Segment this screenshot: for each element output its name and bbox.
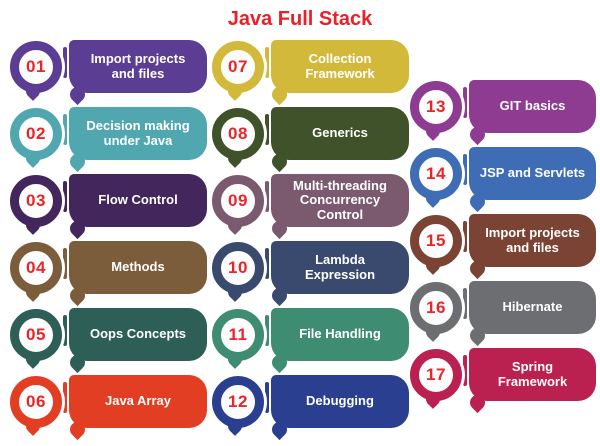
topic-item: 06 Java Array	[10, 375, 207, 428]
topic-label: File Handling	[299, 326, 381, 342]
topic-label: Collection Framework	[305, 50, 375, 81]
step-number: 16	[426, 297, 446, 317]
topic-item: 01 Import projects and files	[10, 40, 207, 93]
topic-bubble: Methods	[63, 241, 207, 294]
topic-item: 12 Debugging	[212, 375, 409, 428]
step-number-badge: 03	[10, 174, 62, 227]
step-number-badge: 14	[410, 147, 462, 200]
step-number-badge: 07	[212, 40, 264, 93]
step-number: 12	[228, 391, 248, 411]
topic-label: Debugging	[306, 393, 374, 409]
topic-bubble: Java Array	[63, 375, 207, 428]
step-number-badge: 17	[410, 348, 462, 401]
step-number-badge: 16	[410, 281, 462, 334]
topic-item: 02 Decision making under Java	[10, 107, 207, 160]
step-number-badge: 12	[212, 375, 264, 428]
topic-bubble: GIT basics	[463, 80, 596, 133]
step-number: 02	[26, 123, 46, 143]
topic-bubble: Import projects and files	[463, 214, 596, 267]
topic-label: Spring Framework	[497, 358, 568, 389]
step-number-badge: 01	[10, 40, 62, 93]
step-number: 10	[228, 257, 248, 277]
topic-bubble: Lambda Expression	[265, 241, 409, 294]
step-number: 07	[228, 56, 248, 76]
column-right: 13 GIT basics 14 JSP and Servlets 15 Imp…	[410, 80, 596, 401]
topic-bubble: Spring Framework	[463, 348, 596, 401]
step-number: 09	[228, 190, 248, 210]
topic-bubble: JSP and Servlets	[463, 147, 596, 200]
step-number-badge: 08	[212, 107, 264, 160]
page-title: Java Full Stack	[227, 8, 373, 30]
topic-bubble: Collection Framework	[265, 40, 409, 93]
step-number-badge: 10	[212, 241, 264, 294]
topic-label: Lambda Expression	[304, 251, 376, 282]
topic-bubble: Generics	[265, 107, 409, 160]
topic-bubble: Flow Control	[63, 174, 207, 227]
topic-bubble: Debugging	[265, 375, 409, 428]
topic-item: 11 File Handling	[212, 308, 409, 361]
topic-label: Java Array	[104, 393, 171, 409]
topic-label: Hibernate	[502, 299, 563, 315]
topic-item: 09 Multi-threading Concurrency Control	[212, 174, 409, 227]
step-number: 15	[426, 230, 446, 250]
topic-item: 17 Spring Framework	[410, 348, 596, 401]
step-number: 06	[26, 391, 46, 411]
step-number: 05	[26, 324, 46, 344]
topic-label: Oops Concepts	[89, 326, 187, 342]
step-number-badge: 04	[10, 241, 62, 294]
topic-item: 07 Collection Framework	[212, 40, 409, 93]
step-number: 03	[26, 190, 46, 210]
topic-label: Import projects and files	[485, 224, 580, 255]
step-number: 14	[426, 163, 446, 183]
step-number: 11	[228, 324, 248, 344]
step-number: 04	[26, 257, 46, 277]
step-number: 13	[426, 96, 446, 116]
topic-item: 10 Lambda Expression	[212, 241, 409, 294]
step-number-badge: 13	[410, 80, 462, 133]
topic-item: 14 JSP and Servlets	[410, 147, 596, 200]
topic-item: 04 Methods	[10, 241, 207, 294]
step-number-badge: 11	[212, 308, 264, 361]
step-number: 01	[26, 56, 46, 76]
topic-label: Flow Control	[98, 192, 178, 208]
topic-label: GIT basics	[499, 98, 566, 114]
step-number: 17	[426, 364, 446, 384]
step-number-badge: 02	[10, 107, 62, 160]
topic-label: Methods	[111, 259, 165, 275]
column-middle: 07 Collection Framework 08 Generics 09 M…	[212, 40, 409, 428]
topic-item: 13 GIT basics	[410, 80, 596, 133]
topic-item: 08 Generics	[212, 107, 409, 160]
topic-bubble: Import projects and files	[63, 40, 207, 93]
topic-label: Generics	[312, 125, 368, 141]
topic-bubble: Oops Concepts	[63, 308, 207, 361]
topic-item: 05 Oops Concepts	[10, 308, 207, 361]
topic-bubble: File Handling	[265, 308, 409, 361]
topic-bubble: Multi-threading Concurrency Control	[265, 174, 409, 227]
column-left: 01 Import projects and files 02 Decision…	[10, 40, 207, 428]
topic-bubble: Decision making under Java	[63, 107, 207, 160]
topic-label: JSP and Servlets	[479, 165, 586, 181]
step-number: 08	[228, 123, 248, 143]
step-number-badge: 05	[10, 308, 62, 361]
step-number-badge: 15	[410, 214, 462, 267]
topic-bubble: Hibernate	[463, 281, 596, 334]
topic-item: 15 Import projects and files	[410, 214, 596, 267]
topic-item: 16 Hibernate	[410, 281, 596, 334]
topic-label: Import projects and files	[90, 50, 186, 81]
topic-item: 03 Flow Control	[10, 174, 207, 227]
step-number-badge: 06	[10, 375, 62, 428]
step-number-badge: 09	[212, 174, 264, 227]
topic-label: Multi-threading Concurrency Control	[293, 177, 387, 222]
topic-label: Decision making under Java	[86, 117, 190, 148]
